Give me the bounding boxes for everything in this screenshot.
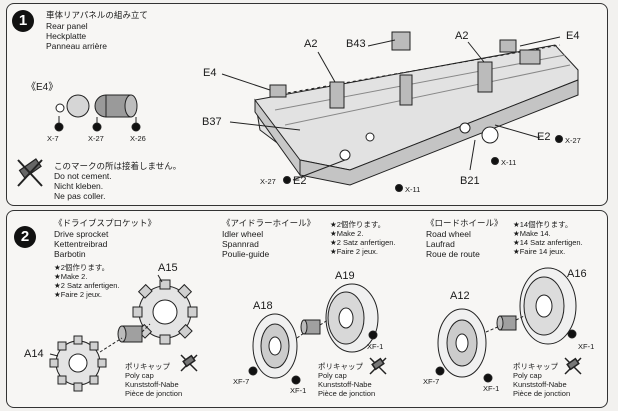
sprocket-title-jp: 《ドライブスプロケット》 xyxy=(54,218,157,228)
idler-xf1-b: XF-1 xyxy=(367,342,384,351)
idler-make-jp: ★2個作ります。 xyxy=(330,220,386,229)
drive-sprocket-diagram xyxy=(49,274,198,392)
idler-wheel-diagram xyxy=(248,283,379,385)
sprocket-make-fr: ★Faire 2 jeux. xyxy=(54,290,102,299)
sprocket-make-jp: ★2個作ります。 xyxy=(54,263,110,272)
part-a2-left: A2 xyxy=(304,38,318,50)
part-a14: A14 xyxy=(24,348,44,360)
screw-x27-left: X-27 xyxy=(260,177,276,186)
screw-x11-right: X-11 xyxy=(501,158,517,167)
step1-title-de: Heckplatte xyxy=(46,31,87,41)
road-xf1-a: XF-1 xyxy=(483,384,500,393)
part-a18: A18 xyxy=(253,300,273,312)
part-e4-left: E4 xyxy=(203,67,217,79)
road-title-en: Road wheel xyxy=(426,229,471,239)
road-cap-jp: ポリキャップ xyxy=(513,362,558,371)
step1-title-jp: 車体リアパネルの組み立て xyxy=(46,10,148,20)
idler-make-en: ★Make 2. xyxy=(330,229,364,238)
idler-make-de: ★2 Satz anfertigen. xyxy=(330,238,396,247)
idler-title-fr: Poulie-guide xyxy=(222,249,270,259)
part-e4-right: E4 xyxy=(566,30,580,42)
idler-title-en: Idler wheel xyxy=(222,229,264,239)
sprocket-cap-fr: Pièce de jonction xyxy=(125,389,183,398)
screw-x7: X-7 xyxy=(47,134,59,143)
idler-cap-de: Kunststoff-Nabe xyxy=(318,380,372,389)
road-title-fr: Roue de route xyxy=(426,249,480,259)
road-cap-fr: Pièce de jonction xyxy=(513,389,571,398)
warning-jp: このマークの所は接着しません。 xyxy=(54,161,182,171)
idler-cap-fr: Pièce de jonction xyxy=(318,389,376,398)
idler-xf1-a: XF-1 xyxy=(290,386,307,395)
step2-panel xyxy=(6,210,608,408)
screw-x11-left: X-11 xyxy=(405,185,421,194)
road-xf1-b: XF-1 xyxy=(578,342,595,351)
road-wheel-diagram xyxy=(435,267,577,383)
rear-panel-diagram xyxy=(221,31,579,192)
road-make-de: ★14 Satz anfertigen. xyxy=(513,238,583,247)
sprocket-title-fr: Barbotin xyxy=(54,249,86,259)
road-cap-de: Kunststoff-Nabe xyxy=(513,380,567,389)
step2-number: 2 xyxy=(14,226,36,248)
road-make-jp: ★14個作ります。 xyxy=(513,220,573,229)
sprocket-make-en: ★Make 2. xyxy=(54,272,88,281)
road-title-jp: 《ロードホイール》 xyxy=(426,218,503,228)
step1-number: 1 xyxy=(12,10,34,32)
part-b21: B21 xyxy=(460,175,480,187)
no-cement-icon-sprocket xyxy=(180,354,198,372)
road-title-de: Laufrad xyxy=(426,239,455,249)
no-cement-icon-idler xyxy=(369,357,387,375)
road-xf7: XF-7 xyxy=(423,377,440,386)
sprocket-cap-de: Kunststoff-Nabe xyxy=(125,380,179,389)
screw-x26: X-26 xyxy=(130,134,146,143)
warning-fr: Ne pas coller. xyxy=(54,191,106,201)
road-cap-en: Poly cap xyxy=(513,371,542,380)
part-a16: A16 xyxy=(567,268,587,280)
road-make-fr: ★Faire 14 jeux. xyxy=(513,247,566,256)
idler-make-fr: ★Faire 2 jeux. xyxy=(330,247,378,256)
sprocket-cap-jp: ポリキャップ xyxy=(125,362,170,371)
inset-e4-diagram xyxy=(54,94,141,132)
no-cement-icon xyxy=(17,158,43,187)
sprocket-title-en: Drive sprocket xyxy=(54,229,109,239)
idler-cap-en: Poly cap xyxy=(318,371,347,380)
idler-title-de: Spannrad xyxy=(222,239,259,249)
part-b43: B43 xyxy=(346,38,366,50)
part-a15: A15 xyxy=(158,262,178,274)
step1-title-fr: Panneau arrière xyxy=(46,41,107,51)
part-a2-right: A2 xyxy=(455,30,469,42)
sprocket-title-de: Kettentreibrad xyxy=(54,239,108,249)
part-a19: A19 xyxy=(335,270,355,282)
step1-title-en: Rear panel xyxy=(46,21,88,31)
road-make-en: ★Make 14. xyxy=(513,229,551,238)
screw-x27-inset: X-27 xyxy=(88,134,104,143)
part-b37: B37 xyxy=(202,116,222,128)
warning-en: Do not cement. xyxy=(54,171,112,181)
idler-xf7: XF-7 xyxy=(233,377,250,386)
idler-cap-jp: ポリキャップ xyxy=(318,362,363,371)
part-e2-left: E2 xyxy=(293,175,307,187)
part-a12: A12 xyxy=(450,290,470,302)
warning-de: Nicht kleben. xyxy=(54,181,104,191)
sprocket-make-de: ★2 Satz anfertigen. xyxy=(54,281,120,290)
part-e2-right: E2 xyxy=(537,131,551,143)
screw-x27-right: X-27 xyxy=(565,136,581,145)
sprocket-cap-en: Poly cap xyxy=(125,371,154,380)
no-cement-icon-road xyxy=(564,357,582,375)
idler-title-jp: 《アイドラーホイール》 xyxy=(222,218,316,228)
inset-e4-label: 《E4》 xyxy=(26,82,59,93)
